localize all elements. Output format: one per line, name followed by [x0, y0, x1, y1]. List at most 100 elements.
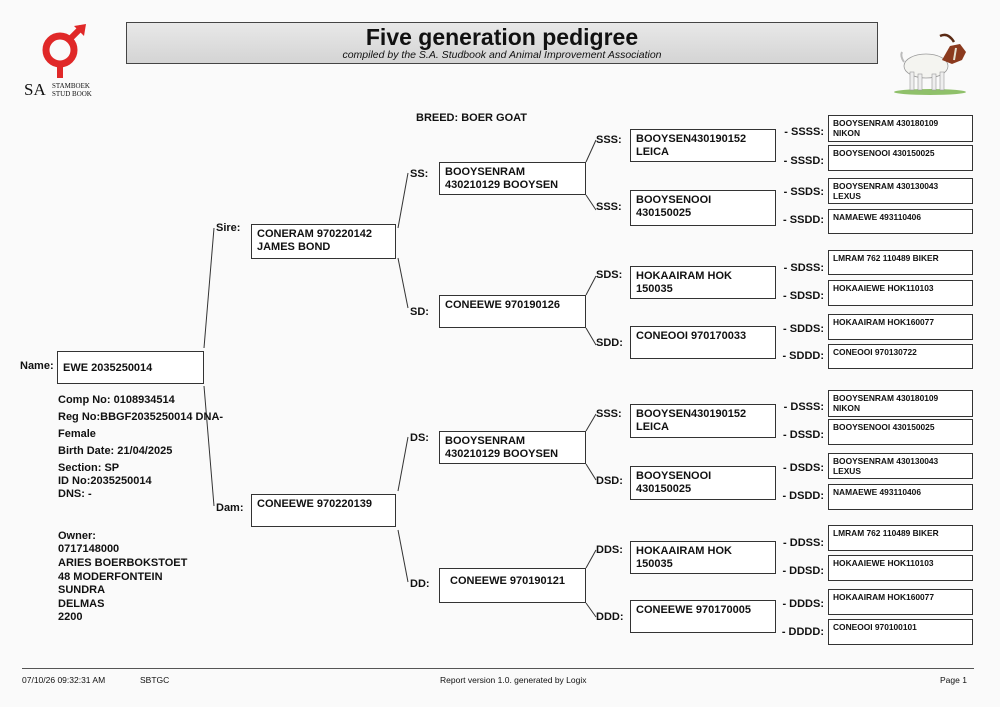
sdss-label: - SDSS:	[783, 262, 824, 274]
ssds-box: BOOYSENRAM 430130043 LEXUS	[828, 178, 973, 204]
connector-dam	[203, 385, 215, 507]
sds-box: HOKAAIRAM HOK 150035	[630, 266, 776, 299]
name-label: Name:	[20, 360, 54, 372]
comp-no: Comp No: 0108934514	[58, 394, 175, 406]
footer-code: SBTGC	[140, 675, 170, 685]
owner-phone: 0717148000	[58, 543, 120, 555]
dsds-label: - DSDS:	[783, 462, 824, 474]
ss-label: SS:	[410, 168, 429, 180]
dds-box: HOKAAIRAM HOK 150035	[630, 541, 776, 574]
logo-sa: SA	[24, 80, 46, 99]
logo-line1: STAMBOEK	[52, 82, 90, 90]
connector-sire	[203, 227, 215, 349]
dam-label: Dam:	[216, 502, 244, 514]
connector-ssd	[585, 194, 597, 211]
dssd-box: BOOYSENOOI 430150025	[828, 419, 973, 445]
connector-sds	[585, 275, 597, 296]
dd-box: CONEEWE 970190121	[439, 568, 586, 603]
footer-rule	[22, 668, 974, 669]
connector-dss	[585, 413, 597, 432]
dam-box: CONEEWE 970220139	[251, 494, 396, 527]
owner-address2: SUNDRA	[58, 584, 106, 596]
dssd-label: - DSSD:	[783, 429, 824, 441]
sd-label: SD:	[410, 306, 429, 318]
ssd-box: BOOYSENOOI 430150025	[630, 190, 776, 226]
connector-sss	[585, 139, 597, 163]
connector-ddd	[585, 602, 597, 618]
connector-ss	[397, 172, 409, 229]
footer-report: Report version 1.0. generated by Logix	[440, 675, 587, 685]
footer-page: Page 1	[940, 675, 967, 685]
gender-symbol-icon	[42, 24, 86, 78]
owner-name: ARIES BOERBOKSTOET	[58, 557, 188, 569]
sddd-box: CONEOOI 970130722	[828, 344, 973, 369]
dsds-box: BOOYSENRAM 430130043 LEXUS	[828, 453, 973, 479]
dddd-box: CONEOOI 970100101	[828, 619, 973, 645]
sss-box: BOOYSEN430190152 LEICA	[630, 129, 776, 162]
dsd-box: BOOYSENOOI 430150025	[630, 466, 776, 500]
sssd-label: - SSSD:	[783, 155, 824, 167]
sex: Female	[58, 428, 96, 440]
ds-box: BOOYSENRAM 430210129 BOOYSEN	[439, 431, 586, 464]
dns: DNS: -	[58, 488, 92, 500]
reg-no: Reg No:BBGF2035250014 DNA-	[58, 411, 224, 423]
title-banner: Five generation pedigree compiled by the…	[126, 22, 878, 64]
ssdd-label: - SSDD:	[783, 214, 824, 226]
subject-box: EWE 2035250014	[57, 351, 204, 384]
studbook-logo: SA STAMBOEK STUD BOOK	[22, 24, 108, 100]
section: Section: SP	[58, 462, 120, 474]
id-no: ID No:2035250014	[58, 475, 152, 487]
birth-date: Birth Date: 21/04/2025	[58, 445, 173, 457]
ddss-label: - DDSS:	[783, 537, 824, 549]
page-subtitle: compiled by the S.A. Studbook and Animal…	[342, 49, 662, 61]
sdsd-label: - SDSD:	[783, 290, 824, 302]
connector-dsd	[585, 463, 597, 481]
ssds-label: - SSDS:	[783, 186, 824, 198]
connector-dds	[585, 549, 597, 569]
owner-address1: 48 MODERFONTEIN	[58, 571, 163, 583]
ddsd-box: HOKAAIEWE HOK110103	[828, 555, 973, 581]
owner-address3: DELMAS	[58, 598, 105, 610]
ddss-box: LMRAM 762 110489 BIKER	[828, 525, 973, 551]
connector-dd	[397, 529, 409, 583]
dd-label: DD:	[410, 578, 430, 590]
dss-box: BOOYSEN430190152 LEICA	[630, 404, 776, 438]
ds-label: DS:	[410, 432, 429, 444]
dsss-label: - DSSS:	[783, 401, 824, 413]
dsss-box: BOOYSENRAM 430180109 NIKON	[828, 390, 973, 417]
sire-box: CONERAM 970220142 JAMES BOND	[251, 224, 396, 259]
owner-label: Owner:	[58, 530, 96, 542]
dsdd-label: - DSDD:	[782, 490, 824, 502]
ssss-label: - SSSS:	[784, 126, 824, 138]
dss-label: SSS:	[596, 408, 622, 420]
sdsd-box: HOKAAIEWE HOK110103	[828, 280, 973, 306]
sssd-box: BOOYSENOOI 430150025	[828, 145, 973, 171]
ddd-label: DDD:	[596, 611, 624, 623]
dds-label: DDS:	[596, 544, 623, 556]
ss-box: BOOYSENRAM 430210129 BOOYSEN	[439, 162, 586, 195]
dsdd-box: NAMAEWE 493110406	[828, 484, 973, 510]
page-title: Five generation pedigree	[365, 24, 639, 50]
ssd-label: SSS:	[596, 201, 622, 213]
sdd-label: SDD:	[596, 337, 623, 349]
owner-postal: 2200	[58, 611, 83, 623]
dddd-label: - DDDD:	[781, 626, 824, 638]
ddd-box: CONEEWE 970170005	[630, 600, 776, 633]
logo-line2: STUD BOOK	[52, 90, 92, 98]
ddsd-label: - DDSD:	[782, 565, 824, 577]
breed-label: BREED: BOER GOAT	[416, 112, 528, 124]
sdds-box: HOKAAIRAM HOK160077	[828, 314, 973, 340]
sdss-box: LMRAM 762 110489 BIKER	[828, 250, 973, 275]
connector-sd	[397, 257, 409, 309]
dsd-label: DSD:	[596, 475, 623, 487]
sss-label: SSS:	[596, 134, 622, 146]
ddds-label: - DDDS:	[782, 598, 824, 610]
sddd-label: - SDDD:	[782, 350, 824, 362]
sds-label: SDS:	[596, 269, 623, 281]
connector-ds	[397, 436, 409, 492]
sire-label: Sire:	[216, 222, 241, 234]
boer-goat-image	[894, 33, 966, 95]
footer-datetime: 07/10/26 09:32:31 AM	[22, 675, 106, 685]
sdd-box: CONEOOI 970170033	[630, 326, 776, 359]
